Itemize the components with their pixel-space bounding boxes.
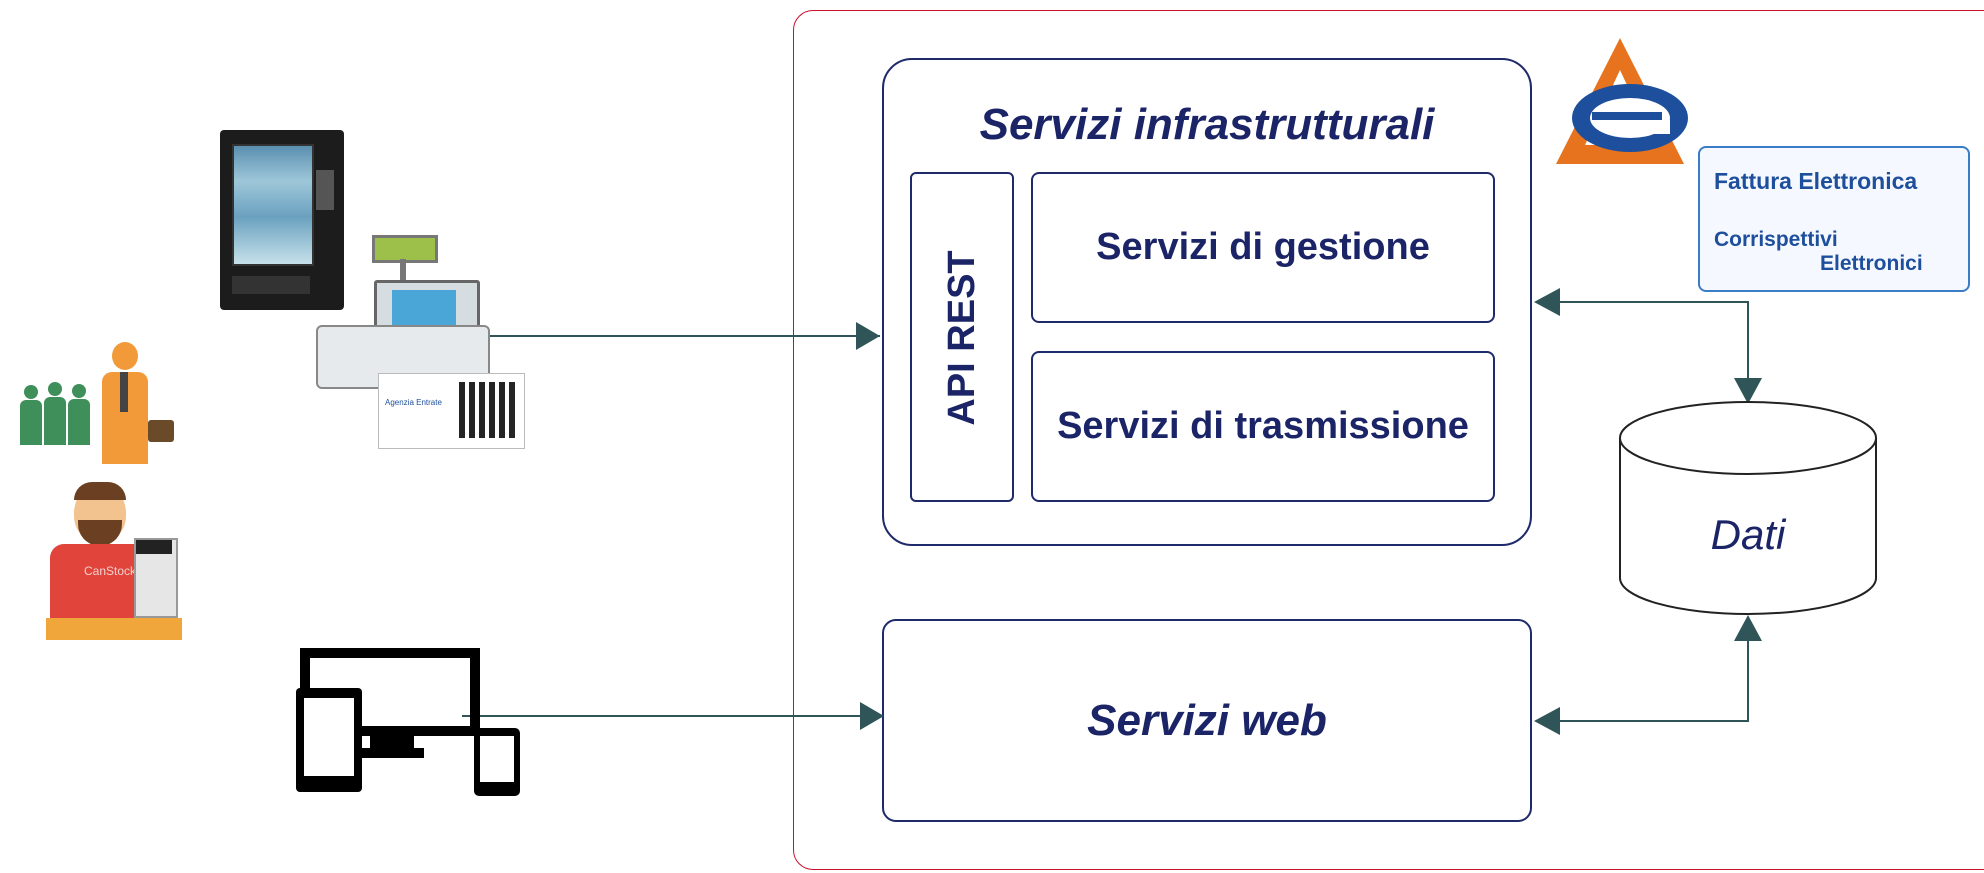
cash-register-illustration (312, 235, 490, 395)
web-db-arrowhead-up (1734, 615, 1762, 641)
receipts-label-line2: Elettronici (1820, 252, 1923, 275)
e-invoice-label: Fattura Elettronica (1714, 168, 1918, 194)
infra-db-arrowhead-left (1534, 288, 1560, 316)
web-services-label: Servizi web (1087, 695, 1327, 745)
business-people-illustration (14, 340, 174, 470)
api-rest-box (910, 172, 1014, 502)
web-db-connector (1560, 640, 1749, 722)
management-services-box (1031, 172, 1495, 323)
pos-to-api-arrowhead (856, 322, 880, 350)
agency-logo-icon (1556, 38, 1688, 164)
web-db-arrowhead-left (1534, 707, 1560, 735)
system-boundary-frame (793, 10, 1984, 870)
infra-db-arrowhead-down (1734, 378, 1762, 404)
receipts-label-line1: Corrispettivi (1714, 228, 1838, 251)
e-invoice-badge: Fattura Elettronica Corrispettivi Elettr… (1698, 146, 1970, 292)
transmission-services-label: Servizi di trasmissione (1057, 405, 1469, 447)
transmission-services-box (1031, 351, 1495, 502)
vending-machine-illustration (220, 130, 344, 310)
stock-watermark: CanStock (84, 564, 137, 578)
devices-illustration (296, 648, 526, 796)
receipt-qr-illustration: Agenzia Entrate (378, 373, 525, 449)
database-label: Dati (1710, 511, 1786, 558)
infra-db-connector (1560, 301, 1749, 380)
tablet-icon (296, 688, 362, 792)
smartphone-icon (474, 728, 520, 796)
infra-services-title: Servizi infrastrutturali (979, 100, 1435, 149)
devices-to-web-arrowhead (860, 702, 884, 730)
qr-code-icon (459, 382, 515, 438)
database-cylinder (1619, 401, 1877, 615)
web-services-box (882, 619, 1532, 822)
cashier-illustration: CanStock (44, 482, 184, 644)
receipt-brand: Agenzia Entrate (385, 398, 442, 407)
management-services-label: Servizi di gestione (1096, 226, 1430, 268)
